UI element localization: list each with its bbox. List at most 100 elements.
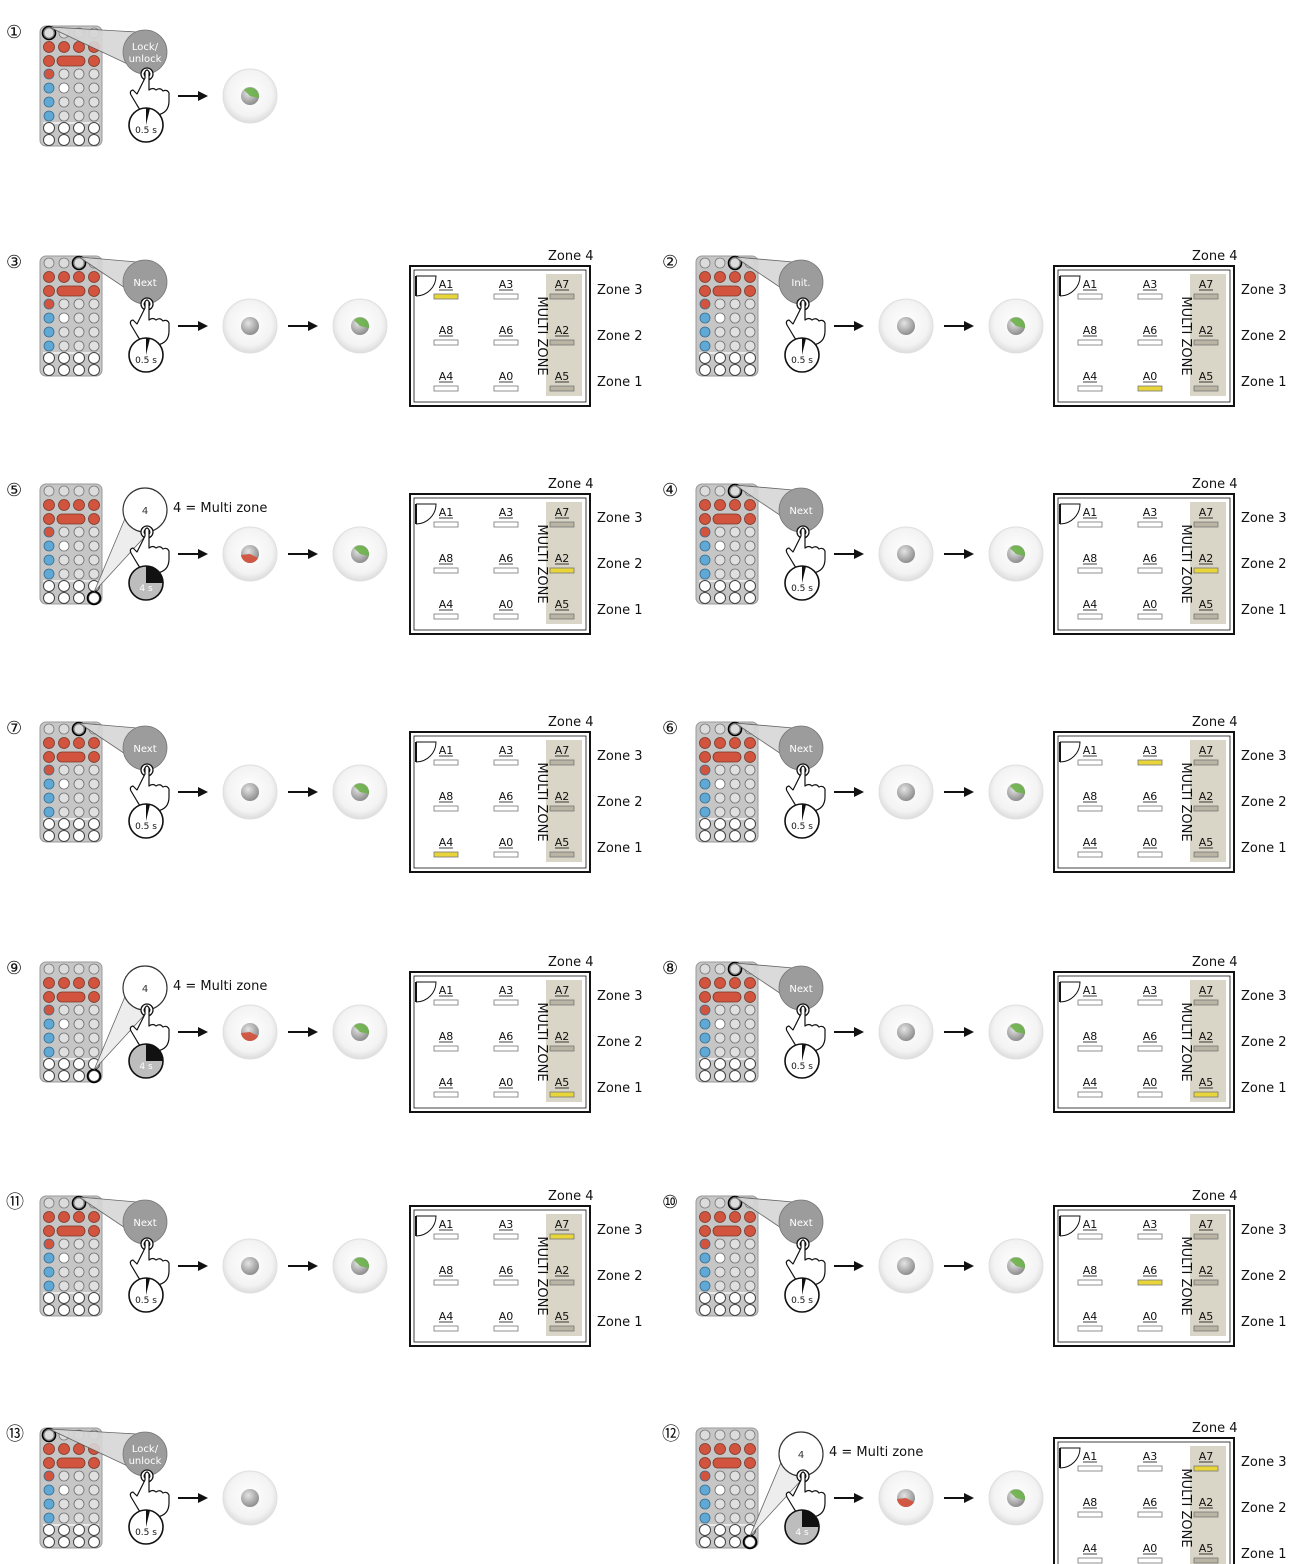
button-label: Next (789, 984, 812, 995)
arrow-head (854, 1493, 864, 1503)
address-label: A0 (1143, 598, 1158, 611)
remote-key (729, 364, 741, 376)
remote-key (699, 1004, 711, 1016)
zone-4-label: Zone 4 (1192, 715, 1238, 730)
remote-key (73, 818, 85, 830)
timer-fill (146, 1510, 150, 1527)
arrow-head (308, 321, 318, 331)
remote-key (714, 778, 726, 790)
remote-key (714, 1484, 726, 1496)
luminaire (433, 613, 459, 620)
address-label: A3 (499, 1218, 514, 1231)
multi-zone-note: 4 = Multi zone (173, 501, 267, 516)
zone-label: Zone 1 (1241, 375, 1287, 390)
step-number: ④ (662, 480, 678, 501)
remote-body (39, 1427, 103, 1549)
luminaire (433, 1091, 459, 1098)
remote-key (73, 1238, 85, 1250)
address-label: A4 (1083, 836, 1098, 849)
address-label: A5 (1199, 1542, 1214, 1555)
address-label: A6 (1143, 552, 1158, 565)
multi-zone-label: MULTI ZONE (1178, 1468, 1193, 1547)
remote-key (699, 751, 711, 763)
remote-key (744, 1058, 756, 1070)
zone-4-label: Zone 4 (1192, 477, 1238, 492)
pointing-hand-icon (785, 299, 826, 346)
remote-key (699, 298, 711, 310)
luminaire (1193, 759, 1219, 766)
pointing-hand-icon (129, 69, 170, 116)
remote-key (88, 1070, 100, 1082)
remote-key (73, 340, 85, 352)
address-label: A3 (1143, 1218, 1158, 1231)
zone-label: Zone 1 (597, 841, 643, 856)
remote-key-oval (56, 1225, 86, 1237)
arrow-head (964, 1261, 974, 1271)
remote-key (699, 1292, 711, 1304)
arrow-head (854, 321, 864, 331)
room-wall-inner (413, 1209, 587, 1343)
remote-key (729, 554, 741, 566)
luminaire (1077, 759, 1103, 766)
remote-key (88, 352, 100, 364)
remote-key (699, 526, 711, 538)
remote-key (729, 340, 741, 352)
remote-key (699, 257, 711, 269)
remote-key (73, 1304, 85, 1316)
remote-key (43, 82, 55, 94)
address-label: A4 (1083, 1542, 1098, 1555)
remote-key (714, 1018, 726, 1030)
remote-control (695, 961, 759, 1083)
address-label: A2 (1199, 1496, 1214, 1509)
address-label: A8 (439, 552, 454, 565)
address-label: A4 (1083, 598, 1098, 611)
remote-key (88, 134, 100, 146)
zone-4-label: Zone 4 (548, 955, 594, 970)
arrow-head (198, 1261, 208, 1271)
remote-key (43, 1046, 55, 1058)
address-label: A2 (1199, 1030, 1214, 1043)
remote-key (88, 963, 100, 975)
luminaire (1193, 1511, 1219, 1518)
remote-key (43, 792, 55, 804)
arrow-head (198, 1493, 208, 1503)
step-number: ⑧ (662, 958, 678, 979)
remote-key (714, 1304, 726, 1316)
button-label: Next (789, 506, 812, 517)
remote-key (88, 554, 100, 566)
address-label: A5 (1199, 836, 1214, 849)
remote-key (699, 1457, 711, 1469)
remote-key (88, 1266, 100, 1278)
address-label: A1 (1083, 278, 1098, 291)
remote-key (88, 592, 100, 604)
remote-key (43, 312, 55, 324)
arrow-head (308, 787, 318, 797)
remote-key (88, 1238, 100, 1250)
remote-body (39, 1195, 103, 1317)
luminaire (549, 339, 575, 346)
remote-key (714, 271, 726, 283)
remote-key (88, 285, 100, 297)
remote-key (43, 1484, 55, 1496)
zone-label: Zone 1 (1241, 1315, 1287, 1330)
remote-key (744, 1211, 756, 1223)
remote-key (744, 1536, 756, 1548)
remote-key (73, 723, 85, 735)
timer-label: 0.5 s (791, 1062, 813, 1072)
remote-key (729, 1429, 741, 1441)
remote-key (58, 792, 70, 804)
remote-key (699, 540, 711, 552)
zone-4-label: Zone 4 (548, 1189, 594, 1204)
remote-key (744, 764, 756, 776)
address-label: A6 (499, 552, 514, 565)
timer-fill (802, 566, 806, 583)
multi-zone-label: MULTI ZONE (534, 762, 549, 841)
remote-key (88, 55, 100, 67)
remote-key-oval (712, 513, 742, 525)
detector-lens (241, 783, 259, 801)
remote-key (729, 1470, 741, 1482)
remote-key (744, 513, 756, 525)
remote-key (43, 1470, 55, 1482)
remote-key (699, 1484, 711, 1496)
